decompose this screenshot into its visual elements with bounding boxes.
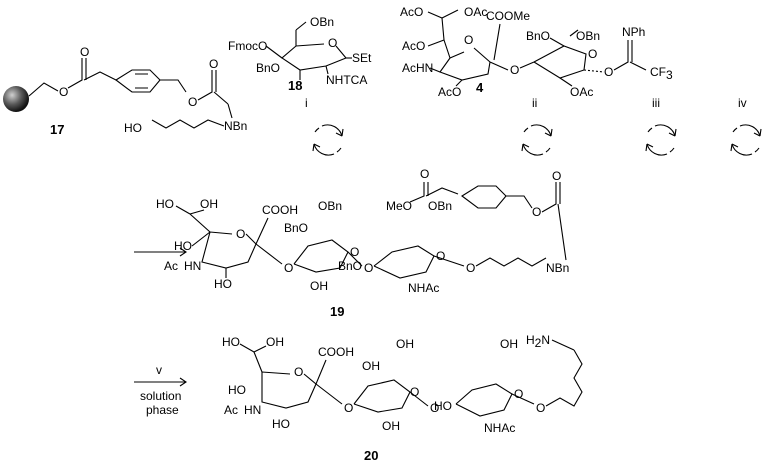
carbamate-o-label: O bbox=[188, 95, 197, 109]
h2n-label: H2N bbox=[526, 333, 550, 350]
condition-phase: phase bbox=[146, 403, 179, 417]
carbamate-o-19: O bbox=[532, 205, 541, 219]
link-o-20b: O bbox=[430, 401, 439, 415]
obn-label-gal: OBn bbox=[576, 29, 600, 43]
ring-o-glc-19: O bbox=[436, 249, 445, 263]
step-label-v: v bbox=[156, 363, 162, 377]
reaction-arrow bbox=[134, 247, 187, 257]
link-o-20a: O bbox=[344, 401, 353, 415]
condition-solution: solution bbox=[140, 389, 181, 403]
glycosidic-o-label: O bbox=[510, 63, 519, 77]
ho-label-20b: HO bbox=[228, 383, 246, 397]
achn-label-19: Ac bbox=[164, 259, 178, 273]
reaction-arrow-v bbox=[134, 377, 187, 387]
compound-18: OBn O SEt FmocO BnO NHTCA 18 bbox=[228, 15, 372, 93]
compound-label-17: 17 bbox=[50, 122, 64, 137]
ring-o-label: O bbox=[328, 36, 337, 50]
carbamate-carbonyl-o-label: O bbox=[209, 57, 218, 71]
resin-bead-icon bbox=[3, 86, 29, 112]
achn-label: AcHN bbox=[402, 61, 433, 75]
obn-label-19: OBn bbox=[318, 199, 342, 213]
aco-label-mid: AcO bbox=[402, 39, 425, 53]
compound-4: AcO OAc AcO O AcHN AcO 4 COOMe O BnO OBn… bbox=[400, 5, 673, 99]
nph-label: NPh bbox=[622, 25, 645, 39]
step-label-i: i bbox=[305, 96, 308, 110]
ring-o-sia-20: O bbox=[294, 365, 303, 379]
bno-label-19b: BnO bbox=[338, 259, 362, 273]
hn-label-19: HN bbox=[184, 259, 201, 273]
obn-label-19c: OBn bbox=[428, 199, 452, 213]
compound-label-19: 19 bbox=[330, 304, 344, 319]
ho-label-20a: HO bbox=[222, 335, 240, 349]
carbamate-co-19: O bbox=[552, 169, 561, 183]
step-label-iii: iii bbox=[652, 96, 660, 110]
oac-label-top: OAc bbox=[464, 5, 487, 19]
nbn-label: NBn bbox=[224, 119, 247, 133]
ho-label-19a: HO bbox=[156, 197, 174, 211]
compound-19: HO OH HO Ac HN O HO COOH O BnO OBn O OH … bbox=[156, 167, 569, 295]
link-o-20c: O bbox=[536, 401, 545, 415]
nbn-label-19: NBn bbox=[546, 261, 569, 275]
compound-label-20: 20 bbox=[364, 448, 378, 463]
bno-label-19: BnO bbox=[284, 221, 308, 235]
coome-label: COOMe bbox=[486, 9, 530, 23]
oh-label-20c: OH bbox=[396, 337, 414, 351]
ring-o-sia-19: O bbox=[236, 227, 245, 241]
hn-label-20: HN bbox=[244, 403, 261, 417]
ring-o-label-sia: O bbox=[464, 33, 473, 47]
bno-label-gal: BnO bbox=[526, 29, 550, 43]
ring-o-glc-20: O bbox=[514, 387, 523, 401]
reaction-cycle-icon bbox=[521, 124, 553, 156]
obn-label: OBn bbox=[310, 15, 334, 29]
oh-label-20d: OH bbox=[382, 419, 400, 433]
oh-label-19a: OH bbox=[200, 197, 218, 211]
ring-o-gal-19: O bbox=[350, 245, 359, 259]
ho-label-20d: HO bbox=[434, 399, 452, 413]
ac-label-20: Ac bbox=[224, 403, 238, 417]
cooh-label-20: COOH bbox=[318, 345, 354, 359]
bno-label: BnO bbox=[256, 61, 280, 75]
reaction-cycle-icon bbox=[645, 124, 677, 156]
reaction-cycle-icon bbox=[312, 124, 344, 156]
ring-o-gal-20: O bbox=[410, 385, 419, 399]
link-o-19c: O bbox=[466, 261, 475, 275]
ho-label-19b: HO bbox=[174, 239, 192, 253]
oac-label-gal: OAc bbox=[570, 85, 593, 99]
ester-o-label: O bbox=[59, 85, 68, 99]
carbonyl-o-label: O bbox=[80, 45, 89, 59]
compound-20: HO OH HO Ac HN O HO COOH O OH OH O OH O … bbox=[222, 333, 583, 435]
compound-17: O O O O NBn HO 17 bbox=[3, 45, 247, 137]
ho-label-20c: HO bbox=[272, 417, 290, 431]
oh-label-20e: OH bbox=[500, 337, 518, 351]
nhtca-label: NHTCA bbox=[326, 73, 367, 87]
meo-label-19: MeO bbox=[386, 199, 412, 213]
step-label-ii: ii bbox=[532, 96, 537, 110]
oh-label-20b: OH bbox=[362, 359, 380, 373]
oh-label-20a: OH bbox=[266, 335, 284, 349]
cooh-label-19: COOH bbox=[262, 203, 298, 217]
link-o-19b: O bbox=[364, 261, 373, 275]
fmoco-label: FmocO bbox=[228, 39, 267, 53]
ho-label-19c: HO bbox=[214, 277, 232, 291]
compound-label-18: 18 bbox=[288, 78, 302, 93]
nhac-label-19: NHAc bbox=[408, 281, 439, 295]
anomeric-o-label: O bbox=[604, 65, 613, 79]
aco-label-top: AcO bbox=[400, 5, 423, 19]
reaction-cycle-icon bbox=[730, 124, 762, 156]
cf3-label: CF3 bbox=[650, 65, 673, 82]
compound-label-4: 4 bbox=[476, 80, 484, 95]
step-label-iv: iv bbox=[738, 96, 747, 110]
ester-o-19: O bbox=[420, 167, 429, 181]
ring-o-label-gal: O bbox=[588, 47, 597, 61]
nhac-label-20: NHAc bbox=[484, 421, 515, 435]
set-label: SEt bbox=[352, 51, 372, 65]
aco-label-low: AcO bbox=[438, 85, 461, 99]
oh-label-19b: OH bbox=[310, 279, 328, 293]
ho-label: HO bbox=[124, 121, 142, 135]
link-o-19a: O bbox=[284, 261, 293, 275]
